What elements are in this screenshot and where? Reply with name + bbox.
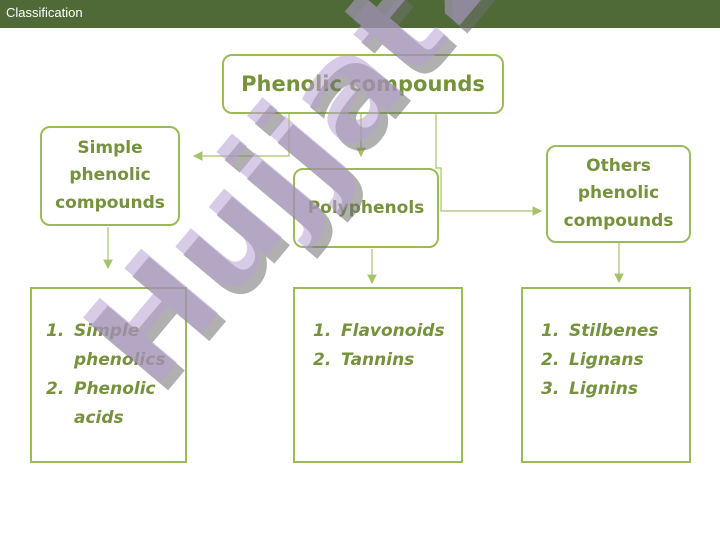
- simple-phenolic-node: Simple phenolic compounds: [40, 126, 180, 226]
- list-item-text: acids: [74, 408, 124, 428]
- list-item: 3. Lignins: [541, 375, 691, 404]
- list-item: 2. Lignans: [541, 346, 691, 375]
- list-item: 1. Stilbenes: [541, 317, 691, 346]
- list-item-number: 2.: [46, 379, 65, 399]
- root-node: Phenolic compounds: [222, 54, 504, 114]
- others-phenolic-node: Others phenolic compounds: [546, 145, 691, 243]
- simple-label-line-1: Simple: [77, 137, 143, 158]
- list-item-text: Flavonoids: [341, 321, 445, 341]
- simple-phenolic-label: Simple phenolic compounds: [55, 135, 165, 218]
- list-item-text: Phenolic: [74, 379, 156, 399]
- list-item-text: phenolics: [74, 350, 166, 370]
- list-item-number: 2.: [541, 350, 560, 370]
- others-label-line-1: Others: [586, 155, 651, 176]
- list-item-number: 1.: [313, 321, 332, 341]
- polyphenols-list-box: 1. Flavonoids 2. Tannins: [293, 287, 463, 463]
- list-item-text: Lignins: [569, 379, 638, 399]
- list-item-number: 2.: [313, 350, 332, 370]
- simple-label-line-2: phenolic: [69, 165, 151, 186]
- list-item-number: 1.: [46, 321, 65, 341]
- slide-title: Classification: [6, 5, 83, 20]
- list-item: 1. Flavonoids: [313, 317, 463, 346]
- connector-root-to-others: [435, 114, 543, 216]
- root-label: Phenolic compounds: [241, 72, 485, 96]
- list-item-number: 3.: [541, 379, 560, 399]
- others-phenolic-label: Others phenolic compounds: [564, 153, 674, 236]
- list-item: 2. Phenolic acids: [46, 375, 182, 433]
- others-phenolic-list-box: 1. Stilbenes 2. Lignans 3. Lignins: [521, 287, 691, 463]
- list-item-text: Tannins: [341, 350, 415, 370]
- others-label-line-3: compounds: [563, 210, 674, 231]
- list-item-number: 1.: [541, 321, 560, 341]
- polyphenols-list: 1. Flavonoids 2. Tannins: [313, 317, 463, 375]
- polyphenols-node: Polyphenols: [293, 168, 439, 248]
- simple-phenolic-list-box: 1. Simple phenolics 2. Phenolic acids: [30, 287, 187, 463]
- connector-root-to-simple: [192, 114, 290, 161]
- list-item: 1. Simple phenolics: [46, 317, 182, 375]
- polyphenols-label: Polyphenols: [307, 198, 425, 218]
- others-label-line-2: phenolic: [577, 183, 660, 204]
- simple-phenolic-list: 1. Simple phenolics 2. Phenolic acids: [46, 317, 182, 433]
- simple-label-line-3: compounds: [55, 192, 165, 213]
- list-item-text: Lignans: [569, 350, 644, 370]
- others-phenolic-list: 1. Stilbenes 2. Lignans 3. Lignins: [541, 317, 691, 404]
- title-bar: Classification: [0, 0, 720, 28]
- list-item-text: Stilbenes: [569, 321, 659, 341]
- list-item-text: Simple: [74, 321, 140, 341]
- list-item: 2. Tannins: [313, 346, 463, 375]
